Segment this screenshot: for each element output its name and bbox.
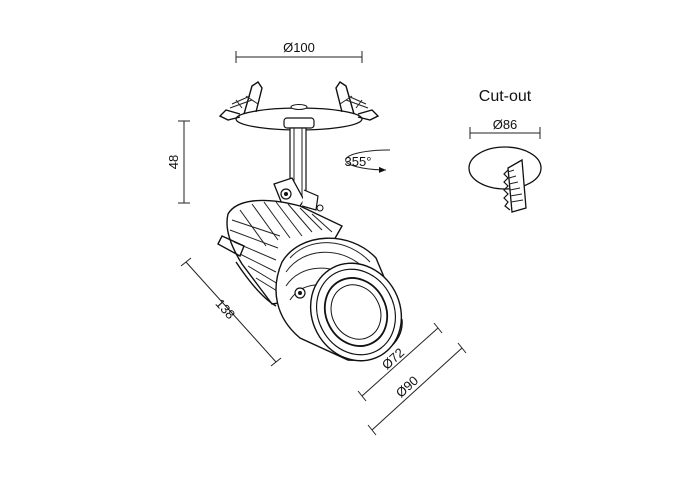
yoke-bracket bbox=[273, 177, 324, 213]
dimension-mount-diameter: Ø100 bbox=[235, 40, 363, 63]
spring-clip-left bbox=[218, 81, 263, 121]
label-length: 138 bbox=[213, 296, 239, 322]
lens-front bbox=[309, 262, 403, 362]
label-body-diameter: Ø90 bbox=[393, 373, 421, 401]
cutout-diameter-label: Ø86 bbox=[493, 117, 518, 132]
ceiling-section bbox=[507, 158, 527, 213]
label-height: 48 bbox=[166, 155, 181, 169]
label-mount-diameter: Ø100 bbox=[283, 40, 315, 55]
label-rotation: 355° bbox=[345, 154, 372, 169]
heat-sink bbox=[217, 199, 343, 307]
rotation-indicator: 355° bbox=[345, 149, 391, 173]
dimension-height: 48 bbox=[166, 120, 190, 204]
cutout-detail: Cut-out Ø86 bbox=[468, 88, 542, 213]
cutout-title: Cut-out bbox=[479, 88, 532, 105]
spring-clip-right bbox=[335, 81, 380, 121]
